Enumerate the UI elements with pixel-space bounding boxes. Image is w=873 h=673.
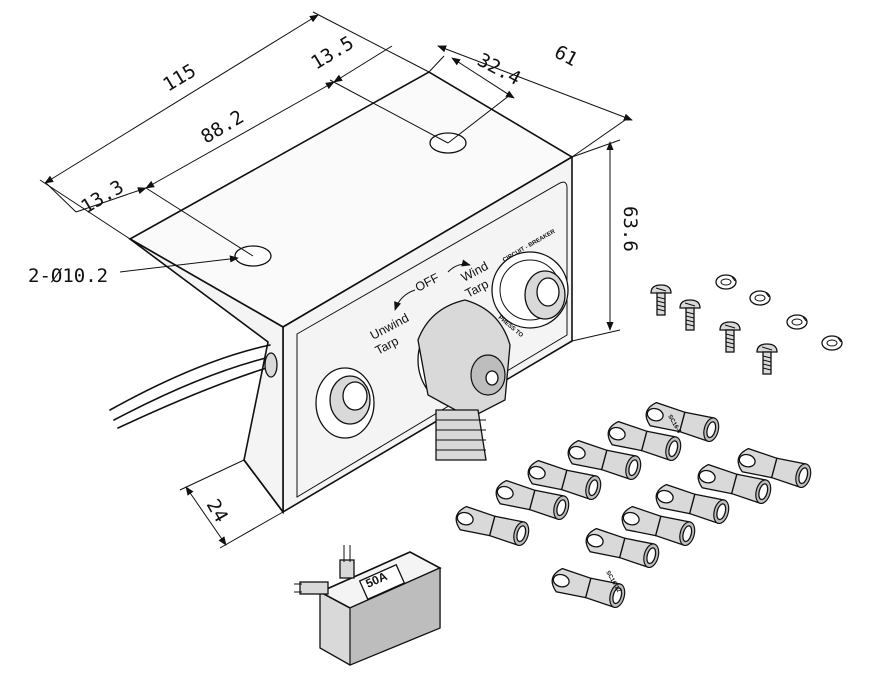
dim-mounting-holes: 2-Ø10.2 [28,265,108,287]
dim-depth: 61 [551,41,582,71]
dim-hole-offset-right: 13.5 [307,32,358,74]
rotary-switch [417,299,511,461]
wire-leads [109,344,278,429]
dim-hole-offset-left: 13.3 [77,176,128,218]
dim-height: 63.6 [619,206,641,252]
dim-hole-spacing: 88.2 [197,106,248,148]
circuit-breaker-50a: 50A [294,545,442,666]
dim-hole-from-back: 32.4 [474,49,525,90]
push-button [315,367,375,439]
rotation-arrow-left [394,289,416,311]
panel-breaker: CIRCUIT - BREAKER PRESS TO [491,229,569,339]
dimension-lines [39,11,633,549]
screws-and-washers [650,274,843,375]
rotation-arrow-right [447,259,471,273]
dim-flange-height: 24 [202,496,232,527]
ring-terminals: SC16-6 SC16-12 [452,400,814,610]
